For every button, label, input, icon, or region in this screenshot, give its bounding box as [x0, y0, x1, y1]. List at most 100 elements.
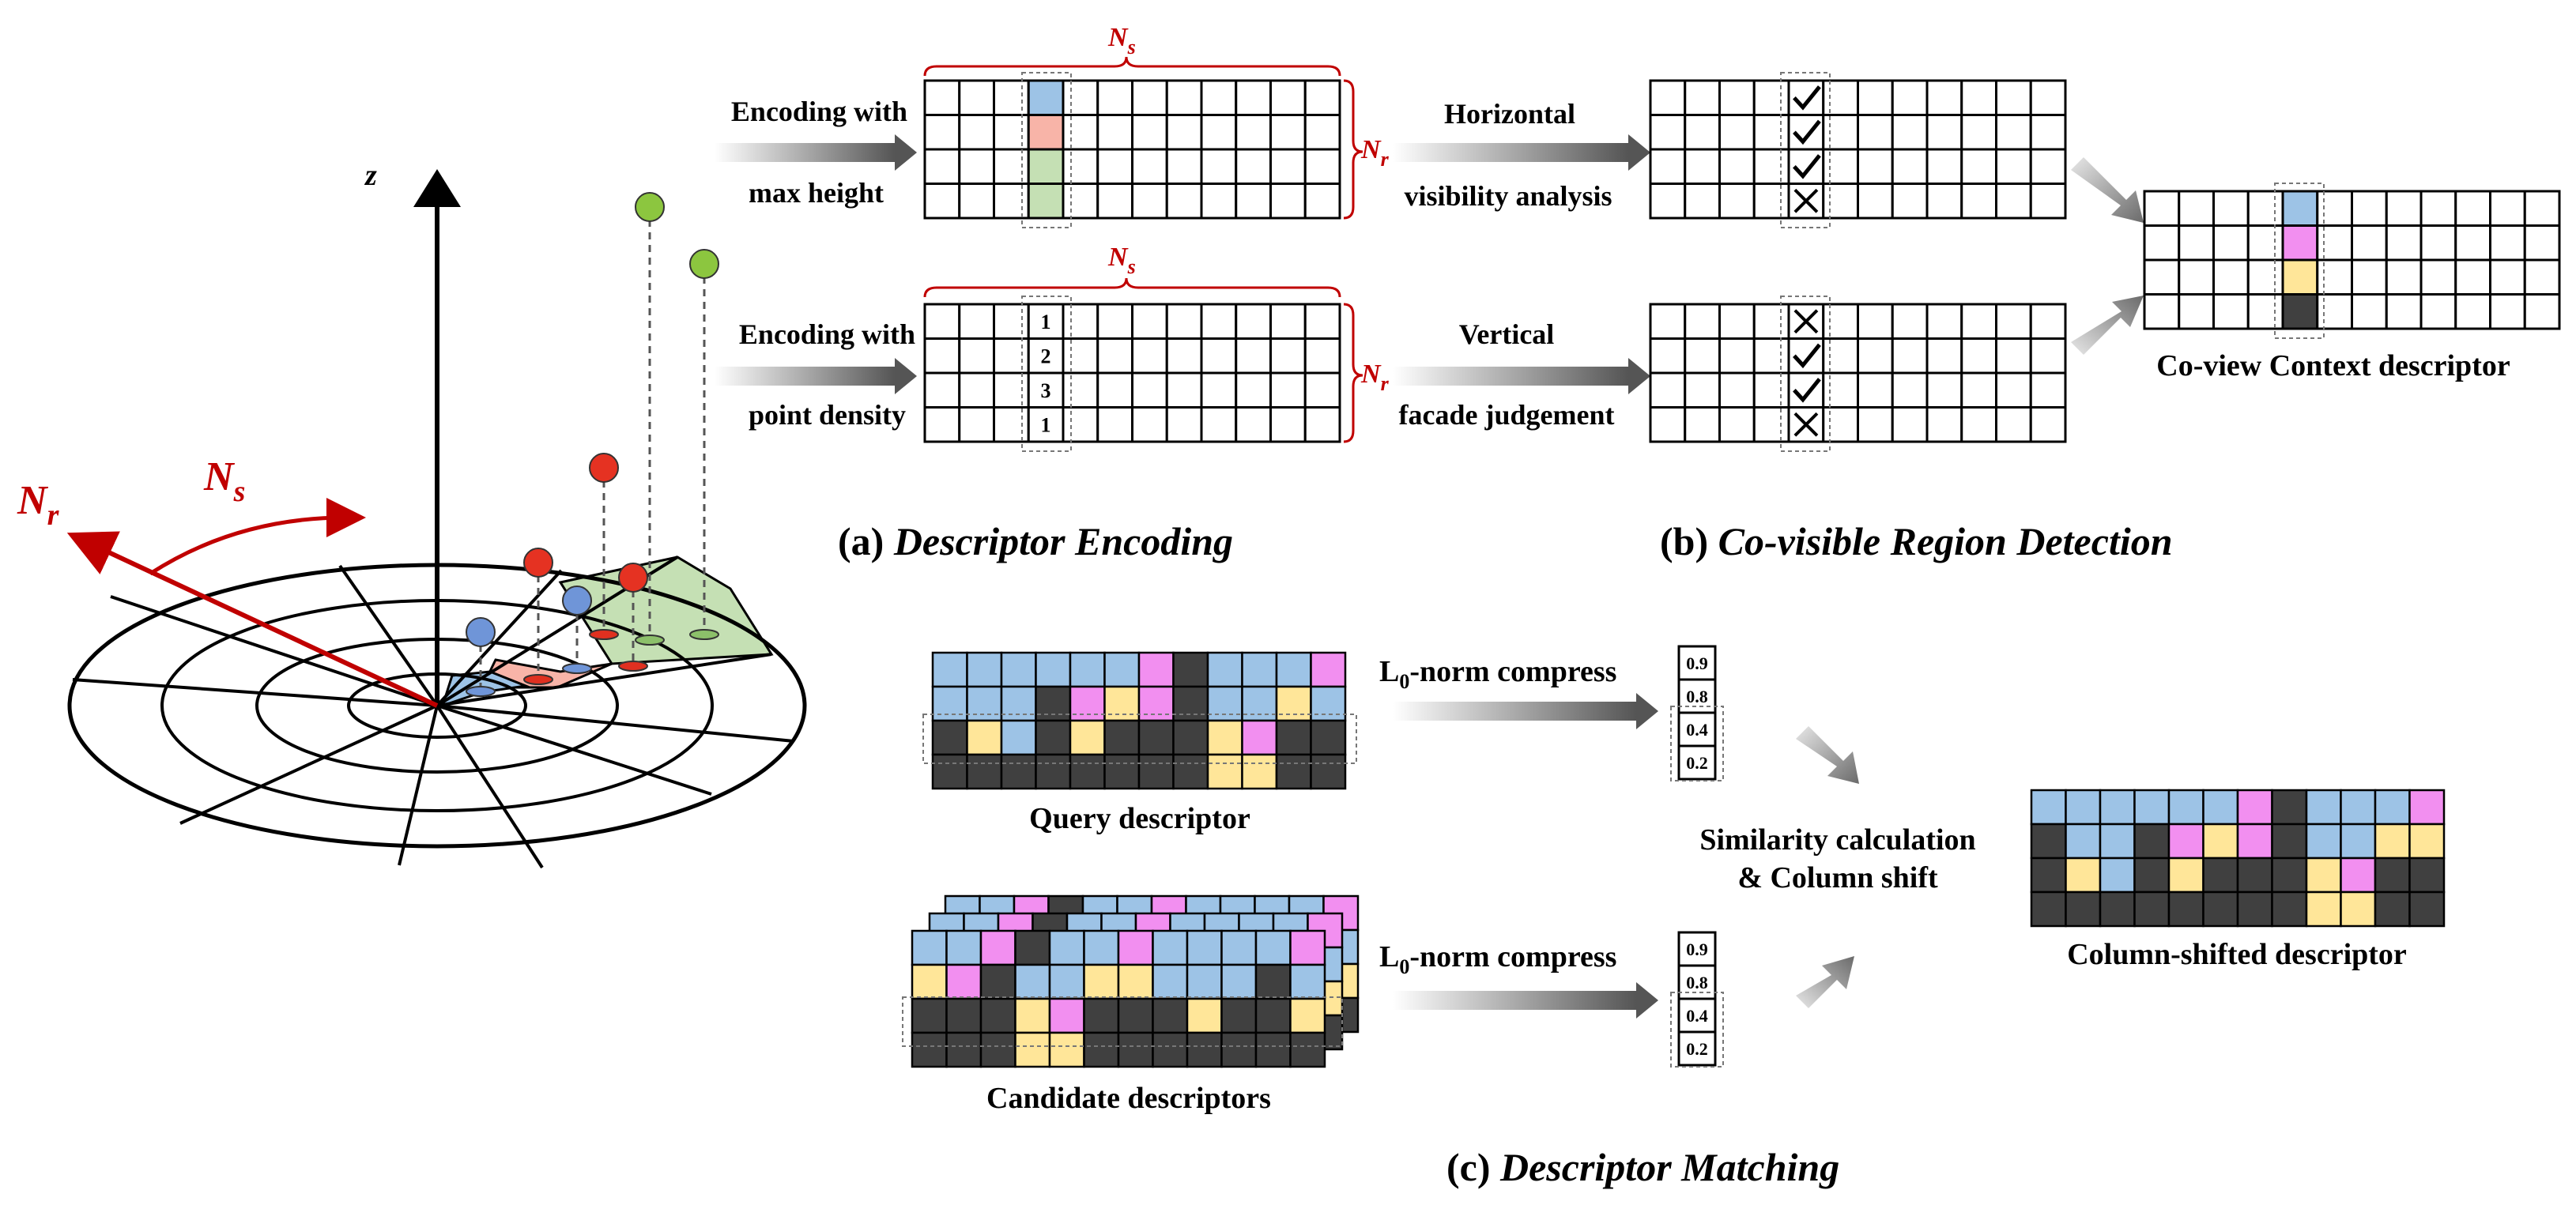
grid-cell [1718, 371, 1756, 409]
grid-cell [1062, 371, 1099, 409]
grid-cell [923, 337, 961, 375]
ns-arrow [149, 498, 366, 576]
grid-cell [1857, 371, 1894, 409]
point-blue-2 [466, 617, 496, 647]
compress-label-2: L0-norm compress [1379, 940, 1616, 978]
grid-cell [1117, 929, 1154, 966]
grid-cell [1925, 114, 1963, 151]
grid-cell [2065, 857, 2102, 894]
grid-cell [1684, 183, 1721, 220]
grid-cell [1235, 79, 1272, 116]
grid-cell [1096, 303, 1133, 340]
grid-cell [945, 929, 983, 966]
grid-cell [958, 79, 995, 116]
polar-spokes [72, 555, 794, 869]
enc-height-label-2: max height [749, 177, 884, 209]
grid-vertical-facade [1649, 296, 2067, 452]
grid-cell [2305, 823, 2342, 860]
grid-cell [1083, 997, 1120, 1034]
grid-cell [1235, 371, 1272, 409]
grid-cell [1891, 406, 1929, 443]
grid-cell [1220, 929, 1258, 966]
grid-cell [1310, 651, 1347, 688]
grid-cell [1096, 114, 1133, 151]
grid-cell [1891, 148, 1929, 185]
grid-cell [2271, 857, 2308, 894]
grid-cell [2065, 891, 2102, 928]
grid-cell [1103, 685, 1141, 722]
horizontal-label-1: Horizontal [1444, 98, 1575, 130]
grid-cell [2178, 258, 2215, 296]
grid-cell [1220, 997, 1258, 1034]
grid-cell [1235, 183, 1272, 220]
grid-cell [1241, 753, 1278, 790]
grid-cell [2340, 891, 2377, 928]
grid-cell [1289, 929, 1326, 966]
grid-cell [1857, 406, 1894, 443]
grid-cell [1069, 753, 1106, 790]
grid-cell [2385, 224, 2423, 262]
grid-cell [1995, 406, 2032, 443]
grid-cell [1960, 79, 1997, 116]
ns-brace-label-1: Ns [1107, 23, 1136, 58]
grid-cell [1303, 303, 1341, 340]
arrow-converge-bottom [1796, 956, 1854, 1008]
grid-cell [1235, 406, 1272, 443]
grid-cell [2133, 789, 2171, 826]
grid-cell [1165, 114, 1203, 151]
grid-cell [1303, 79, 1341, 116]
vertical-label-2: facade judgement [1399, 399, 1615, 431]
grid-cell [2099, 857, 2136, 894]
grid-cell [1137, 719, 1175, 756]
grid-cell [2419, 293, 2457, 330]
grid-cell [2489, 190, 2526, 227]
nr-brace-2 [1343, 303, 1363, 443]
grid-cell [979, 929, 1016, 966]
grid-candidate-descriptors [902, 894, 1360, 1068]
grid-cell [1131, 371, 1168, 409]
grid-cell [1925, 148, 1963, 185]
grid-cell [2351, 224, 2388, 262]
grid-cell [1752, 337, 1790, 375]
grid-cell [1096, 148, 1133, 185]
grid-cell [2281, 190, 2319, 227]
check-icon [1793, 119, 1821, 145]
arrow-enc-height [715, 143, 895, 162]
grid-cell [1165, 371, 1203, 409]
grid-cell [2236, 891, 2273, 928]
grid-cell [1131, 183, 1168, 220]
vector-value: 0.8 [1686, 973, 1708, 992]
grid-cell [2030, 857, 2067, 894]
grid-cell [2212, 190, 2250, 227]
grid-cell [2316, 190, 2353, 227]
similarity-label-1: Similarity calculation [1699, 823, 1975, 857]
nr-brace-label-1: Nr [1360, 135, 1390, 171]
grid-cell [1822, 114, 1859, 151]
grid-cell [958, 371, 995, 409]
grid-cell [1822, 337, 1859, 375]
grid-cell [966, 753, 1003, 790]
grid-cell [2419, 258, 2457, 296]
grid-cell [1684, 79, 1721, 116]
grid-cell [945, 1031, 983, 1068]
grid-cell [2419, 190, 2457, 227]
grid-cell [1822, 406, 1859, 443]
arrow-merge-top [2071, 157, 2144, 223]
grid-cell [1649, 114, 1687, 151]
grid-cell [2212, 258, 2250, 296]
grid-cell [1649, 303, 1687, 340]
ns-brace-2 [923, 277, 1341, 298]
grid-cell [2029, 79, 2067, 116]
check-icon [1793, 85, 1821, 111]
grid-cell [1891, 371, 1929, 409]
grid-cell [1014, 1031, 1051, 1068]
grid-cell [966, 719, 1003, 756]
grid-cell [2305, 857, 2342, 894]
grid-cell [1069, 719, 1106, 756]
candidate-label: Candidate descriptors [986, 1082, 1271, 1115]
grid-cell [1103, 753, 1141, 790]
grid-cell [1096, 371, 1133, 409]
grid-cell [1752, 406, 1790, 443]
grid-cell [1103, 719, 1141, 756]
grid-cell [2523, 258, 2561, 296]
